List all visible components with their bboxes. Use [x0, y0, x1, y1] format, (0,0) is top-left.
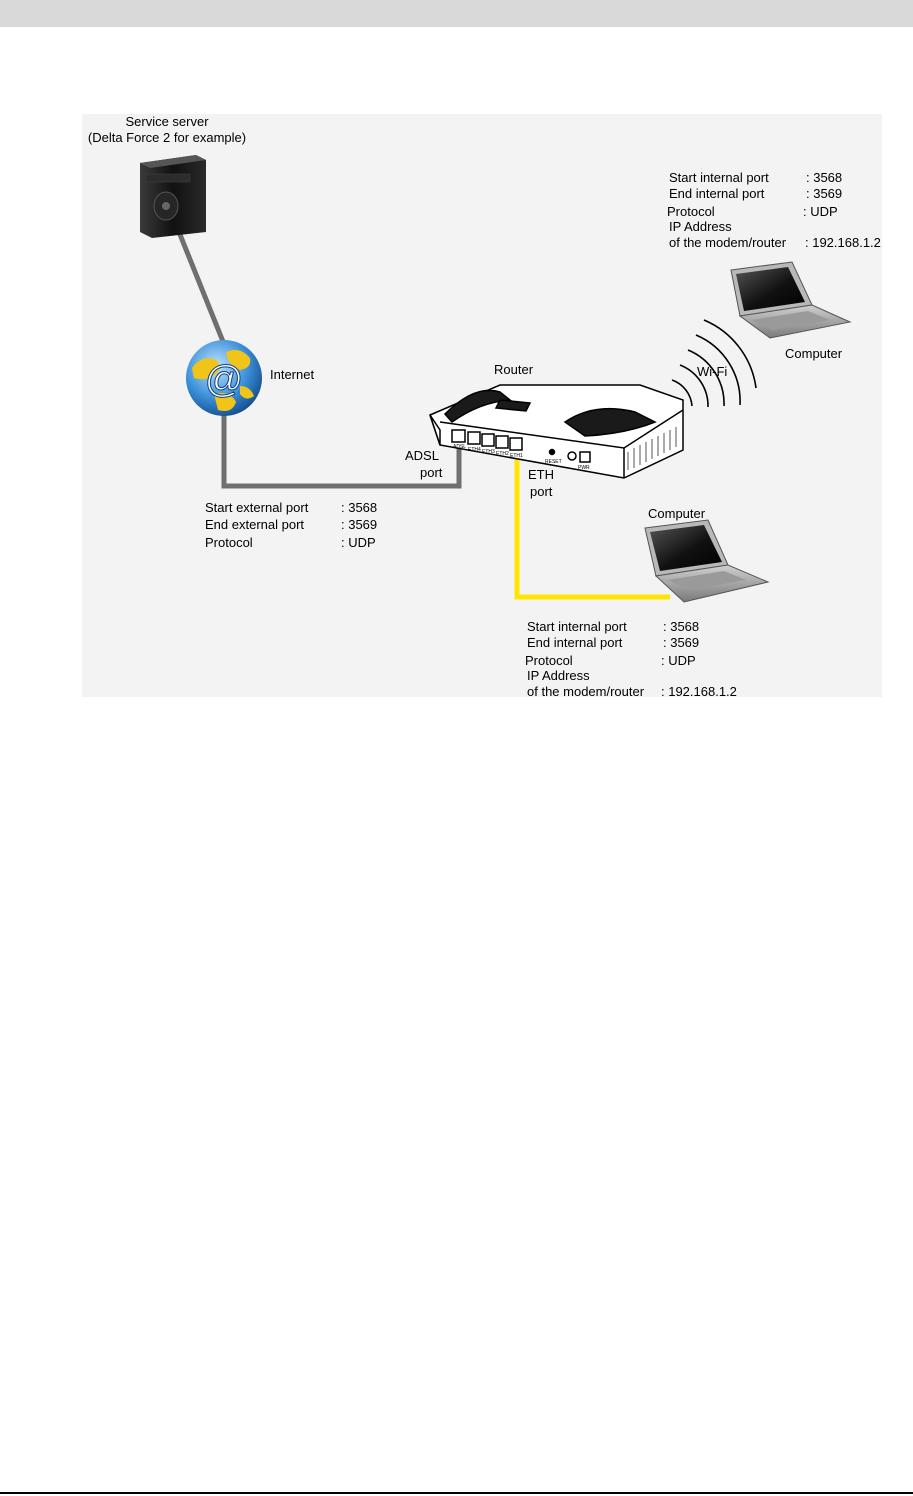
eth-ip-label: IP Address [527, 668, 590, 683]
ext-start-port-value: : 3568 [341, 500, 378, 515]
server-title: Service server [125, 114, 209, 129]
adsl-port-label: port [420, 465, 443, 480]
eth-protocol-value: : UDP [661, 653, 696, 668]
wifi-waves-icon [671, 319, 757, 408]
at-sign-icon: @ [205, 359, 244, 401]
wifi-protocol-value: : UDP [803, 204, 838, 219]
eth-start-port-value: : 3568 [663, 619, 700, 634]
eth-ip-value: : 192.168.1.2 [661, 684, 737, 699]
wifi-ip-label: IP Address [669, 219, 732, 234]
computer-wifi-label: Computer [785, 346, 843, 361]
ext-start-port-label: Start external port [205, 500, 309, 515]
eth-protocol-label: Protocol [525, 653, 573, 668]
router-port-label: ETH4 [468, 447, 481, 453]
ext-end-port-label: End external port [205, 517, 305, 532]
router-label: Router [494, 362, 534, 377]
wifi-label: Wi-Fi [697, 364, 728, 379]
router-port-label: ADSL [453, 444, 467, 450]
wifi-start-port-label: Start internal port [669, 170, 769, 185]
internet-globe-icon: @ [186, 340, 262, 416]
wifi-end-port-label: End internal port [669, 186, 765, 201]
eth-end-port-value: : 3569 [663, 635, 700, 650]
router-port-label: RESET [545, 459, 562, 465]
wifi-protocol-label: Protocol [667, 204, 715, 219]
router-port-label: PWR [578, 465, 590, 471]
wifi-end-port-value: : 3569 [806, 186, 843, 201]
eth-ip-label-2: of the modem/router [527, 684, 645, 699]
eth-end-port-label: End internal port [527, 635, 623, 650]
eth-cable [514, 440, 670, 600]
laptop-eth-icon [644, 519, 770, 603]
eth-start-port-label: Start internal port [527, 619, 627, 634]
laptop-wifi-icon [730, 261, 852, 339]
eth-label: ETH [528, 467, 554, 482]
wifi-ip-label-2: of the modem/router [669, 235, 787, 250]
computer-eth-label: Computer [648, 506, 706, 521]
adsl-cable [221, 414, 462, 489]
ext-end-port-value: : 3569 [341, 517, 378, 532]
ext-protocol-value: : UDP [341, 535, 376, 550]
eth-port-label: port [530, 484, 553, 499]
bottom-rule [0, 1492, 913, 1494]
router-port-label: ETH1 [510, 453, 523, 459]
router-port-label: ETH3 [482, 449, 495, 455]
internet-label: Internet [270, 367, 315, 382]
server-subtitle: (Delta Force 2 for example) [87, 130, 247, 145]
top-band [0, 0, 913, 27]
adsl-label: ADSL [405, 448, 439, 463]
router-device-icon [429, 384, 684, 479]
wifi-start-port-value: : 3568 [806, 170, 843, 185]
server-tower-icon [140, 155, 206, 238]
ext-protocol-label: Protocol [205, 535, 253, 550]
server-internet-cable [176, 231, 227, 345]
router-port-label: ETH2 [496, 451, 509, 457]
wifi-ip-value: : 192.168.1.2 [805, 235, 881, 250]
